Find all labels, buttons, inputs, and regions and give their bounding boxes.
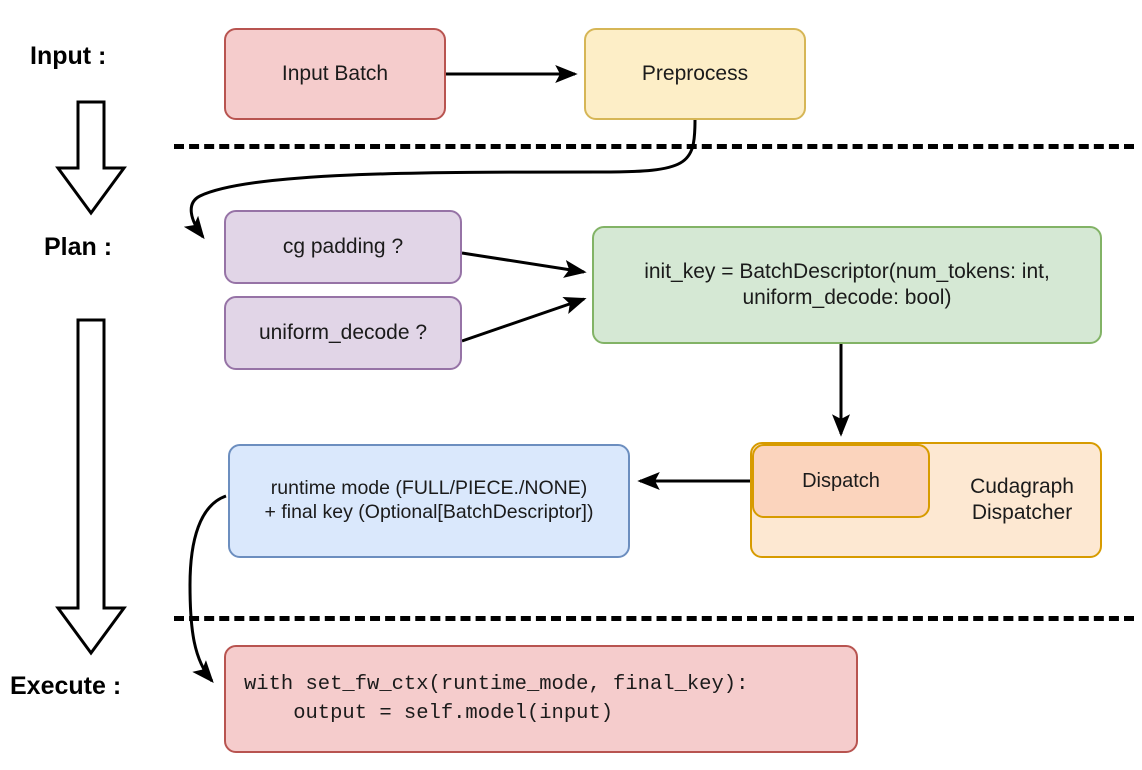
- node-init-key[interactable]: init_key = BatchDescriptor(num_tokens: i…: [592, 226, 1102, 344]
- node-execute-code[interactable]: with set_fw_ctx(runtime_mode, final_key)…: [224, 645, 858, 753]
- node-uniform-decode[interactable]: uniform_decode ?: [224, 296, 462, 370]
- node-dispatch[interactable]: Dispatch: [752, 444, 930, 518]
- node-preprocess[interactable]: Preprocess: [584, 28, 806, 120]
- node-cg-padding[interactable]: cg padding ?: [224, 210, 462, 284]
- node-runtime-mode[interactable]: runtime mode (FULL/PIECE./NONE) + final …: [228, 444, 630, 558]
- edge-runtime-mode-to-execute: [188, 494, 227, 684]
- stage-label-input: Input :: [30, 42, 107, 70]
- stage-arrow-plan-to-execute: [55, 318, 127, 656]
- node-input-batch[interactable]: Input Batch: [224, 28, 446, 120]
- stage-label-plan: Plan :: [44, 233, 113, 261]
- edge-cg-padding-to-init-key: [461, 251, 587, 278]
- divider-input-plan: [174, 144, 1134, 149]
- stage-label-execute: Execute :: [10, 672, 122, 700]
- divider-plan-execute: [174, 616, 1134, 621]
- edge-uniform-decode-to-init-key: [461, 296, 587, 343]
- stage-arrow-input-to-plan: [55, 100, 127, 216]
